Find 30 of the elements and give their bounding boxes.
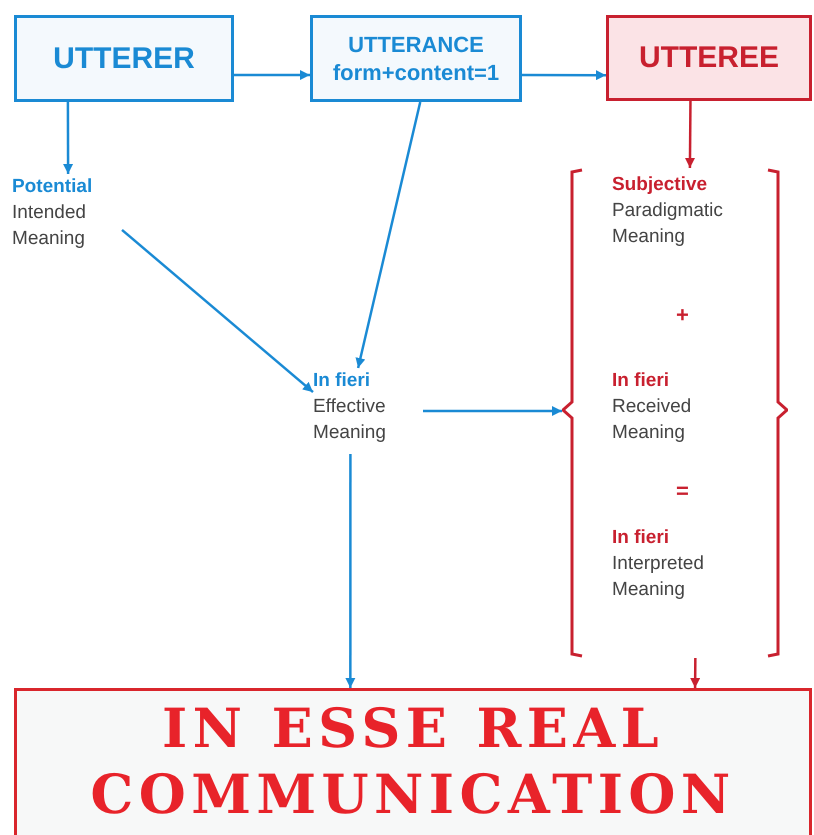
arrow: [121, 228, 314, 394]
arrow: [690, 658, 700, 688]
operator-sign: +: [676, 301, 689, 329]
process-box: [14, 15, 234, 102]
meaning-heading: In fieri: [612, 369, 670, 393]
meaning-text: Effective Meaning: [313, 395, 387, 445]
meaning-text: Interpreted Meaning: [612, 552, 705, 602]
process-box: [606, 15, 812, 101]
arrow: [685, 101, 695, 168]
meaning-text: Received Meaning: [612, 395, 692, 445]
operator-sign: =: [676, 477, 689, 505]
arrow: [234, 70, 310, 80]
box-text: UTTEREE: [638, 40, 779, 76]
arrow: [345, 454, 356, 688]
banner-text: IN ESSE REAL COMMUNICATION: [89, 695, 737, 827]
box-text: UTTERANCE: [348, 31, 484, 58]
meaning-heading: In fieri: [313, 369, 372, 393]
meaning-heading: Subjective: [612, 173, 708, 197]
banner-box: [14, 688, 812, 835]
arrow: [423, 406, 562, 416]
arrow: [356, 102, 422, 368]
box-text: UTTERER: [53, 40, 195, 77]
arrow: [63, 102, 74, 174]
box-text: form+content=1: [332, 58, 500, 86]
meaning-heading: Potential: [12, 175, 94, 199]
meaning-heading: In fieri: [612, 526, 670, 550]
meaning-text: Intended Meaning: [12, 201, 87, 251]
arrow: [522, 70, 606, 80]
process-box: [310, 15, 522, 102]
meaning-text: Paradigmatic Meaning: [612, 199, 724, 249]
